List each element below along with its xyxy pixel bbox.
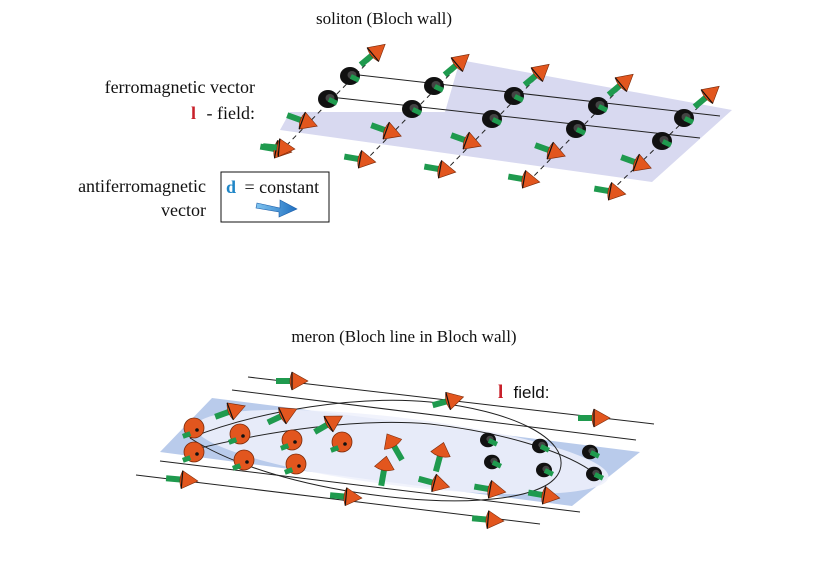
meron-dark-spin-4 (582, 444, 601, 460)
soliton-solid-lines (329, 73, 721, 139)
meron-l-field-label: l field: (498, 382, 549, 403)
meron-red-spin-1 (182, 441, 205, 463)
soliton-spins (259, 43, 720, 201)
antiferromagnetic-label: antiferromagnetic (78, 176, 206, 196)
meron-dark-spin-1 (484, 454, 503, 470)
meron-panel: meron (Bloch line in Bloch wall) l field… (135, 327, 655, 530)
soliton-spin-dark-a-4 (674, 109, 695, 127)
meron-title: meron (Bloch line in Bloch wall) (291, 327, 516, 346)
soliton-spin-dark-a-3 (588, 97, 609, 115)
bloch-line-ellipse (195, 409, 609, 495)
soliton-spin-top-4 (692, 85, 720, 110)
meron-red-spin-4 (280, 429, 303, 451)
soliton-spin-top-0 (358, 43, 386, 68)
meron-line-spin-4 (165, 470, 199, 490)
l-field-suffix: - field: (207, 103, 255, 123)
soliton-dashed-lines (281, 51, 713, 193)
meron-low-spin-3 (527, 486, 561, 505)
soliton-spin-low-1 (343, 150, 377, 169)
soliton-spin-top-2 (522, 63, 550, 88)
soliton-spin-top-1 (442, 53, 470, 78)
meron-spins (165, 371, 611, 530)
meron-tilt-spin-3 (313, 415, 343, 435)
meron-red-spin-5 (283, 453, 307, 475)
soliton-spin-dark-a-1 (424, 77, 445, 95)
d-constant-label: d = constant (226, 177, 319, 197)
vector-label: vector (161, 200, 206, 220)
ferromagnetic-vector-label: ferromagnetic vector (105, 77, 255, 97)
soliton-spin-dark-a-2 (504, 87, 525, 105)
meron-line-spin-5 (329, 487, 363, 507)
meron-line-spin-1 (276, 371, 309, 391)
soliton-spin-mid-0 (286, 111, 318, 130)
soliton-spin-mid-2 (450, 131, 482, 150)
meron-core-spin-2 (374, 455, 395, 487)
d-symbol: d (226, 177, 236, 197)
soliton-spin-dark-b-2 (482, 110, 503, 128)
d-constant-box (220, 171, 330, 223)
l-symbol: l (191, 103, 196, 123)
soliton-panel: soliton (Bloch wall) ferromagnetic vecto… (78, 9, 732, 223)
soliton-spin-dark-a-0 (340, 67, 361, 85)
soliton-spin-mid-3 (534, 141, 566, 160)
soliton-spin-mid-4 (620, 153, 652, 172)
meron-line-spin-6 (471, 510, 505, 530)
soliton-spin-edge (262, 138, 296, 158)
meron-line-spin-3 (578, 408, 611, 428)
soliton-spin-low-3 (507, 170, 541, 189)
meron-field-suffix: field: (514, 383, 550, 402)
soliton-spin-top-3 (606, 73, 634, 98)
meron-red-spin-0 (182, 417, 205, 439)
soliton-spin-dark-b-4 (652, 132, 673, 150)
soliton-spin-dark-b-1 (402, 100, 423, 118)
bloch-wall-plane (280, 60, 732, 182)
meron-dark-spin-3 (536, 462, 555, 478)
soliton-spin-low-4 (593, 182, 627, 201)
meron-red-spin-3 (232, 449, 255, 471)
soliton-spin-dark-b-3 (566, 120, 587, 138)
meron-dark-spin-2 (532, 438, 551, 454)
meron-dark-spin-0 (480, 432, 499, 448)
d-arrow-icon (255, 199, 298, 218)
soliton-spin-low-2 (423, 160, 457, 179)
l-field-label: l - field: (191, 103, 255, 123)
meron-low-spin-1 (417, 473, 451, 493)
meron-dark-spin-5 (586, 466, 605, 482)
meron-tilt-spin-1 (214, 402, 246, 421)
soliton-title: soliton (Bloch wall) (316, 9, 452, 28)
meron-red-spin-2 (227, 423, 251, 445)
meron-red-spin-6 (330, 431, 353, 453)
meron-l-symbol: l (498, 382, 503, 403)
d-suffix: = constant (245, 177, 320, 197)
meron-core-spin-3 (430, 442, 451, 473)
meron-line-spin-2 (431, 391, 465, 411)
soliton-spin-dark-b-0 (318, 90, 339, 108)
meron-tilt-spin-2 (266, 407, 298, 426)
meron-core-spin-1 (383, 433, 405, 462)
soliton-spin-mid-1 (370, 121, 402, 140)
meron-low-spin-2 (473, 480, 507, 499)
